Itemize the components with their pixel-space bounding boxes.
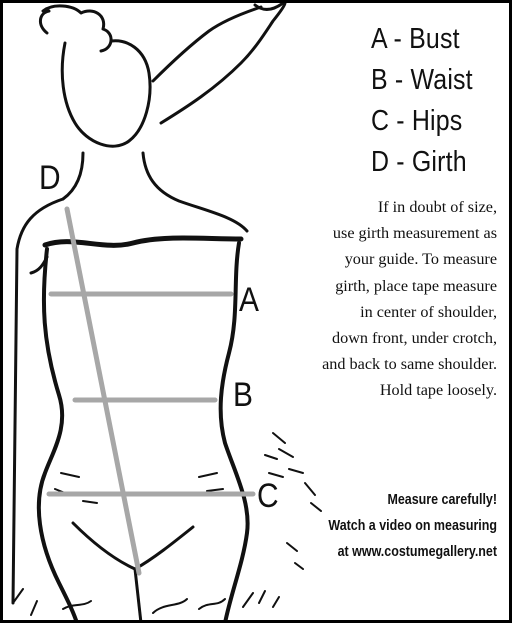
advice-line: your guide. To measure [265, 246, 497, 272]
hand-sketch [255, 3, 283, 9]
marker-b: B [233, 378, 253, 412]
torso-left-outline [39, 249, 77, 623]
closing-note: Measure carefully! Watch a video on meas… [265, 487, 497, 565]
neck-left [63, 153, 83, 199]
head-outline [62, 41, 150, 146]
advice-line: down front, under crotch, [265, 325, 497, 351]
raised-arm-outline [153, 3, 285, 123]
sizing-advice-text: If in doubt of size, use girth measureme… [265, 194, 497, 404]
closing-line-video: Watch a video on measuring [297, 513, 497, 539]
skin-shading [55, 473, 223, 503]
website-link-text[interactable]: at www.costumegallery.net [297, 539, 497, 565]
hair-sketch [40, 6, 111, 51]
neck-right [143, 153, 247, 231]
legend-girth: D - Girth [371, 146, 467, 179]
advice-line: If in doubt of size, [265, 194, 497, 220]
legend-hips: C - Hips [371, 105, 462, 138]
girth-measure-line [67, 209, 139, 573]
advice-line: Hold tape loosely. [265, 377, 497, 403]
marker-d: D [39, 161, 61, 195]
advice-line: use girth measurement as [265, 220, 497, 246]
advice-line: and back to same shoulder. [265, 351, 497, 377]
leg-line [135, 569, 141, 623]
advice-line: in center of shoulder, [265, 299, 497, 325]
legend-waist: B - Waist [371, 64, 473, 97]
closing-line-measure: Measure carefully! [297, 487, 497, 513]
legend-bust: A - Bust [371, 23, 460, 56]
marker-a: A [239, 283, 259, 317]
advice-line: girth, place tape measure [265, 273, 497, 299]
left-arm-outline [13, 199, 63, 603]
grass-sketch [13, 589, 279, 615]
